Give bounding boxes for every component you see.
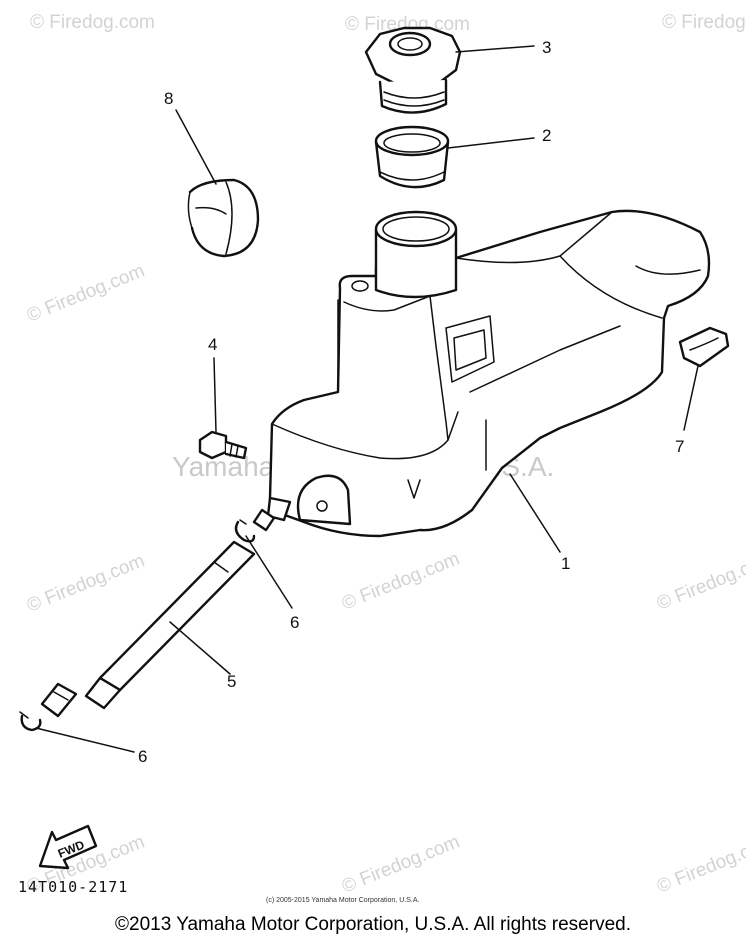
callout-number-tank: 1 [561, 554, 570, 573]
drawing-code: 14T010-2171 [18, 878, 128, 896]
callout-number-hose: 5 [227, 672, 236, 691]
fwd-arrow-icon [38, 824, 98, 870]
copyright-notice: ©2013 Yamaha Motor Corporation, U.S.A. A… [115, 914, 631, 935]
callout-number-pad: 7 [675, 437, 684, 456]
callout-number-bolt: 4 [208, 335, 217, 354]
small-copyright: (c) 2005-2015 Yamaha Motor Corporation, … [266, 897, 419, 904]
watermark-text: © Firedog.com [24, 260, 148, 326]
watermark-text: © Firedog.com [654, 831, 746, 897]
leader-line-pad [683, 365, 699, 431]
callout-labels: 3 2 8 4 7 1 6 5 6 [138, 38, 684, 766]
leader-line-clamp-lower [35, 727, 135, 753]
watermark-text: © Firedog.com [345, 14, 470, 35]
leader-line-cap [455, 45, 535, 53]
callout-number-clamp-lower: 6 [138, 747, 147, 766]
watermark-text: © Firedog.com [339, 548, 463, 614]
fuel-hose-drawing [40, 508, 276, 718]
watermark-text: © Firedog.com [662, 12, 746, 33]
callout-number-band: 8 [164, 89, 173, 108]
fuel-tank-drawing [266, 209, 711, 538]
watermark-text: © Firedog.com [654, 548, 746, 614]
filler-ring-drawing [374, 125, 450, 189]
hose-clamp-lower-drawing [19, 711, 42, 732]
callout-number-cap: 3 [542, 38, 551, 57]
damper-pad-drawing [678, 326, 730, 368]
leader-line-bolt [213, 357, 217, 433]
leader-lines [35, 45, 699, 753]
callout-number-ring: 2 [542, 126, 551, 145]
watermark-text: © Firedog.com [339, 831, 463, 897]
leader-line-ring [447, 137, 535, 149]
rubber-band-drawing [187, 178, 260, 258]
fuel-cap-drawing [364, 26, 462, 114]
leader-line-tank [509, 473, 561, 553]
callout-number-clamp-upper: 6 [290, 613, 299, 632]
leader-line-clamp-upper [245, 535, 293, 609]
bolt-drawing [198, 430, 248, 460]
hose-clamp-upper-drawing [234, 519, 256, 543]
watermark-text: © Firedog.com [24, 550, 148, 616]
leader-line-band [175, 109, 217, 185]
leader-line-hose [169, 621, 231, 675]
watermark-text: © Firedog.com [30, 12, 155, 33]
